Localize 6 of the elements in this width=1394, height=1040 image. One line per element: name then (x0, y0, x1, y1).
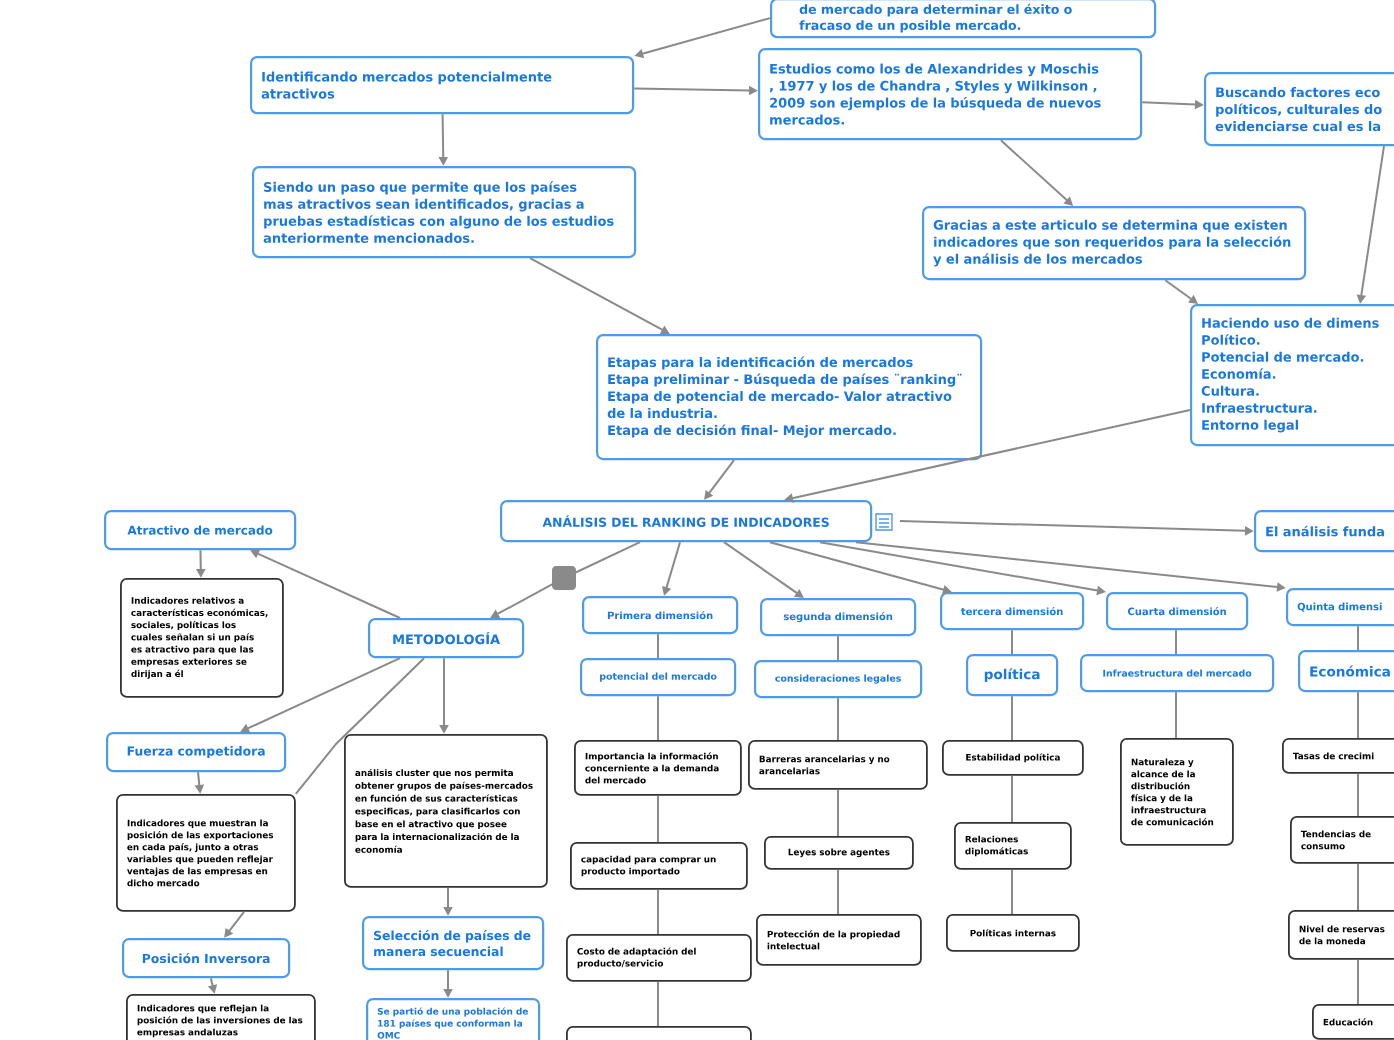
arrow (704, 459, 735, 500)
arrow (224, 910, 245, 938)
empty-box (566, 1026, 752, 1040)
arrow (490, 541, 641, 618)
arrow (529, 257, 670, 334)
arrow (723, 541, 804, 598)
